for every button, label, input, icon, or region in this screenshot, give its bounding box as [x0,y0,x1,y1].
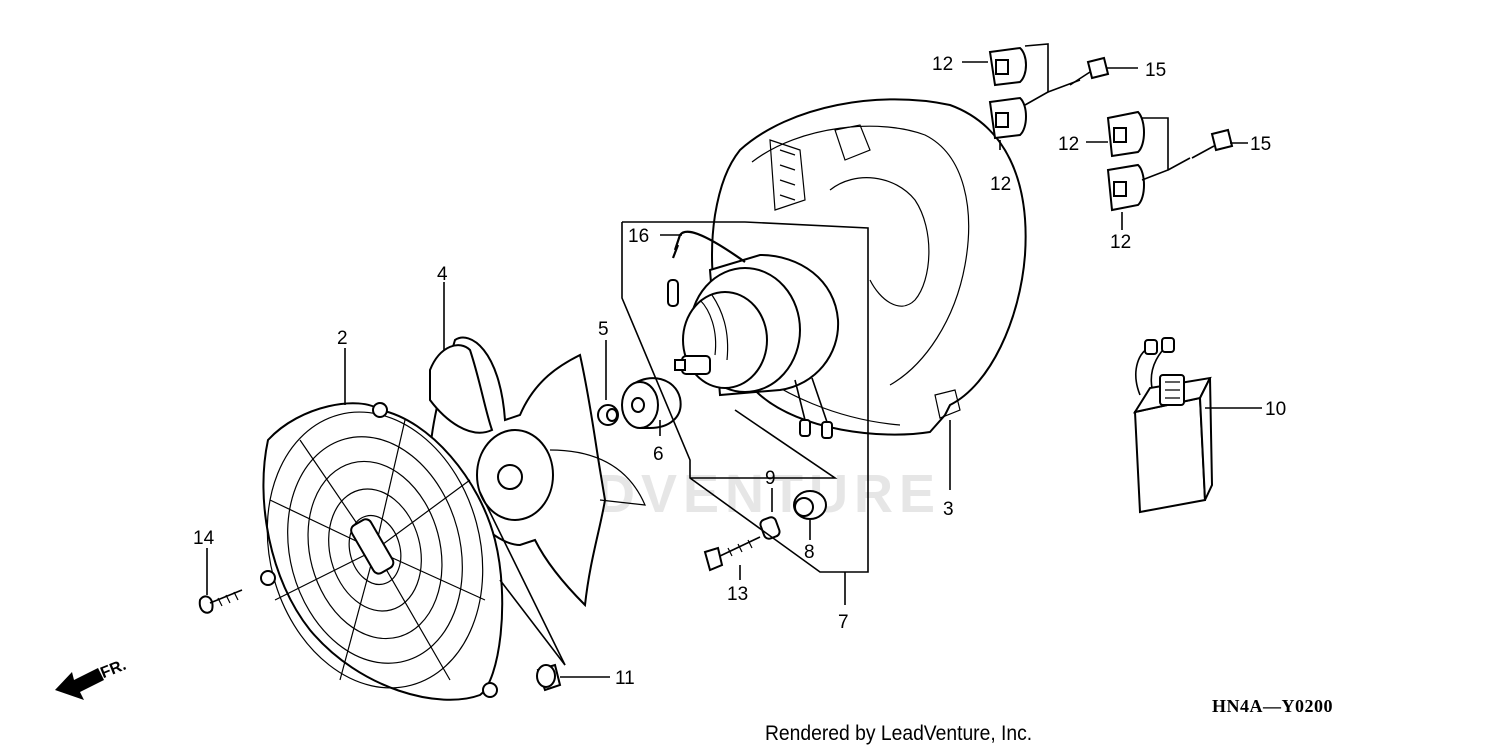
callout-14: 14 [193,528,215,549]
callout-12a: 12 [932,54,953,75]
collar[interactable] [597,404,619,426]
control-unit[interactable] [1132,337,1214,514]
grommet[interactable] [793,490,827,520]
leader-lines [206,43,1262,678]
callout-5: 5 [598,319,609,340]
callout-13: 13 [727,584,748,605]
callout-3: 3 [943,499,954,520]
callout-15a: 15 [1145,60,1166,81]
callout-12d: 12 [1110,232,1131,253]
callout-16: 16 [628,226,649,247]
bolt[interactable] [703,536,761,572]
callout-12c: 12 [1058,134,1079,155]
credit-line: Rendered by LeadVenture, Inc. [765,722,1032,745]
callout-10: 10 [1265,399,1286,420]
callout-8: 8 [804,542,815,563]
diagram-code: HN4A—Y0200 [1212,696,1333,716]
fan-blade[interactable] [428,336,646,608]
screw[interactable] [198,589,243,614]
nut[interactable] [536,663,562,692]
callout-9: 9 [765,468,776,489]
bolt-15b[interactable] [1191,128,1234,159]
front-direction-arrow-icon [55,668,104,700]
callout-4: 4 [437,264,448,285]
direction-label: FR. [98,657,128,682]
fan-motor[interactable] [674,253,840,439]
callout-15b: 15 [1250,134,1271,155]
fan-hub[interactable] [621,377,682,429]
fan-guard[interactable] [237,388,512,713]
callout-2: 2 [337,328,348,349]
callout-11: 11 [615,668,635,689]
clip-a[interactable] [988,46,1027,87]
clip-c[interactable] [1106,110,1145,158]
clip-d[interactable] [1106,163,1145,212]
callout-6: 6 [653,444,664,465]
clip-b[interactable] [988,96,1027,140]
callout-12b: 12 [990,174,1011,195]
callout-7: 7 [838,612,849,633]
